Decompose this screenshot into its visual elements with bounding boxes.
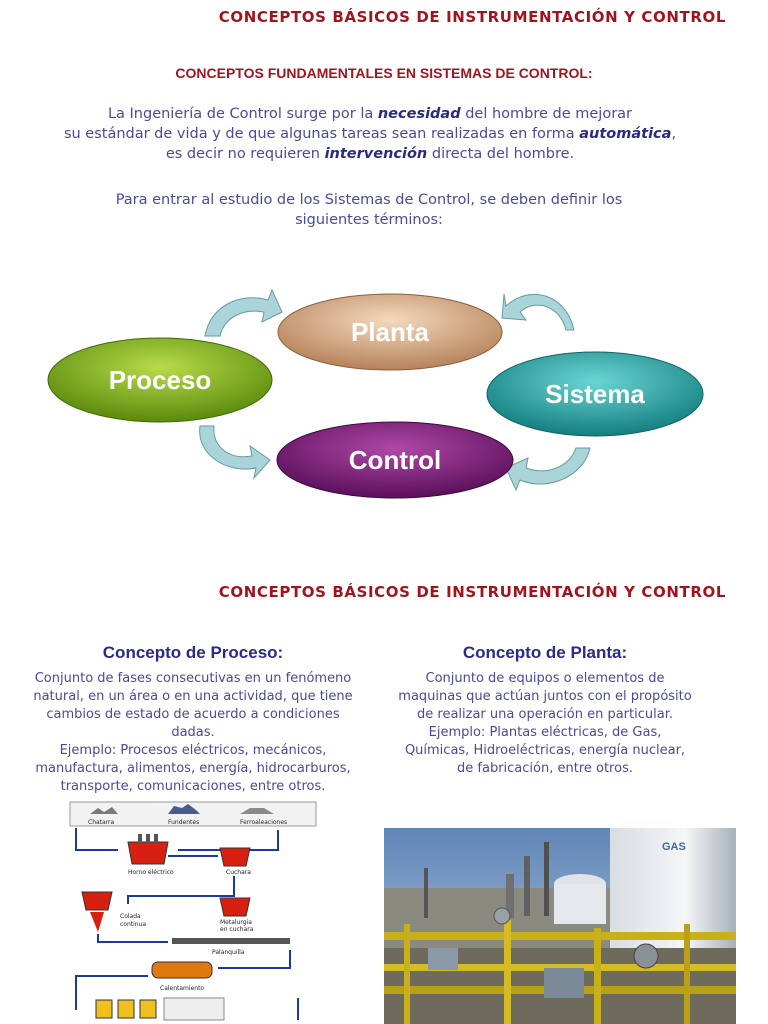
control-label: Control [349, 445, 441, 475]
flow-label-fundentes: Fundentes [168, 819, 199, 826]
flow-label-chatarra: Chatarra [88, 819, 115, 826]
planta-heading: Concepto de Planta: [462, 643, 628, 662]
industrial-plant-photo: GAS [384, 828, 736, 1024]
concept-cycle-diagram: Proceso Planta Sistema Control [47, 288, 704, 499]
emphasis-automatica: automática [579, 126, 672, 142]
proceso-heading: Concepto de Proceso: [102, 643, 284, 662]
flow-label-metalurgia-1: Metalurgia [220, 919, 252, 926]
control-ellipse [276, 421, 514, 499]
plant-tank-label: GAS [662, 841, 686, 853]
planta-description: Conjunto de equipos o elementos de maqui… [398, 671, 692, 776]
flow-label-colada-2: continua [120, 921, 146, 928]
proceso-ellipse [47, 337, 273, 423]
intro-paragraph-1: La Ingeniería de Control surge por la ne… [63, 106, 677, 162]
flow-label-cuchara: Cuchara [226, 869, 251, 876]
planta-label: Planta [351, 317, 430, 347]
intro-paragraph-2: Para entrar al estudio de los Sistemas d… [115, 192, 623, 228]
page-title: CONCEPTOS BÁSICOS DE INSTRUMENTACIÓN Y C… [218, 8, 726, 26]
page-title-2: CONCEPTOS BÁSICOS DE INSTRUMENTACIÓN Y C… [218, 583, 726, 601]
emphasis-intervencion: intervención [324, 146, 428, 162]
arrow-control-to-proceso [199, 425, 271, 480]
proceso-description: Conjunto de fases consecutivas en un fen… [33, 671, 353, 794]
flow-label-calentamiento: Calentamiento [160, 985, 204, 992]
flow-label-metalurgia-2: en cuchara [220, 926, 254, 933]
emphasis-necesidad: necesidad [377, 106, 461, 122]
flow-label-horno: Horno eléctrico [128, 869, 174, 876]
arrow-sistema-to-control [505, 447, 591, 492]
planta-ellipse [277, 293, 503, 371]
flow-label-colada-1: Colada [120, 913, 141, 920]
flow-label-palanquilla: Palanquilla [212, 949, 245, 956]
section-heading: CONCEPTOS FUNDAMENTALES EN SISTEMAS DE C… [175, 65, 593, 81]
steel-process-flow-image: Chatarra Fundentes Ferroaleaciones Horno… [68, 800, 320, 1024]
proceso-label: Proceso [109, 365, 212, 395]
arrow-planta-to-sistema [501, 293, 575, 331]
arrow-proceso-to-planta [204, 288, 283, 337]
sistema-ellipse [486, 351, 704, 437]
sistema-label: Sistema [545, 379, 645, 409]
flow-label-ferroaleaciones: Ferroaleaciones [240, 819, 287, 826]
